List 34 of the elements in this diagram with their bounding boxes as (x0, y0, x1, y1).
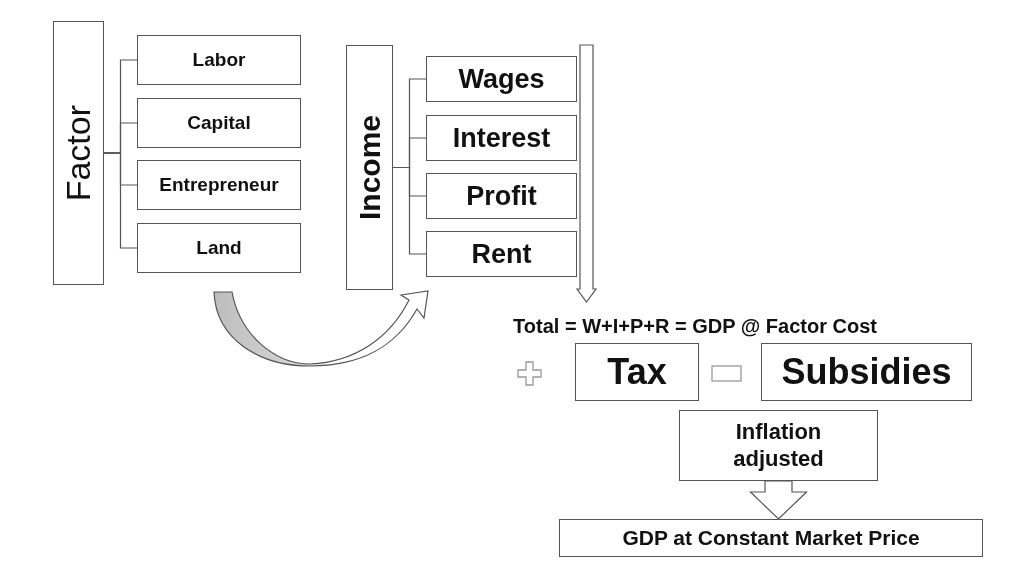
label-box (137, 98, 301, 148)
label-box (346, 45, 393, 290)
box-label: Land (196, 236, 242, 260)
label-box (53, 21, 104, 285)
box-label: Inflation adjusted (732, 419, 825, 472)
formula-text: Total = W+I+P+R = GDP @ Factor Cost (513, 314, 877, 338)
label-box (426, 231, 577, 277)
label-box (426, 173, 577, 219)
curved-arrow (213, 290, 429, 367)
label-box (137, 35, 301, 85)
box-label: GDP at Constant Market Price (622, 525, 920, 551)
box-label: Capital (187, 111, 251, 135)
label-box (761, 343, 972, 401)
box-label: Subsidies (781, 350, 952, 394)
box-label: Income (351, 115, 387, 220)
label-box (679, 410, 878, 481)
block-arrow (749, 480, 808, 520)
box-label: Rent (471, 237, 532, 271)
label-box (137, 160, 301, 210)
block-arrow (575, 44, 598, 303)
label-box (559, 519, 983, 557)
box-label: Interest (452, 121, 551, 155)
label-box (426, 56, 577, 102)
connector-line (103, 152, 138, 249)
box-label: Labor (192, 48, 246, 72)
box-label: Tax (607, 350, 667, 394)
box-label: Entrepreneur (159, 173, 279, 197)
label-box (575, 343, 699, 401)
label-box (137, 223, 301, 273)
connector-line (392, 166, 427, 255)
box-label: Wages (458, 62, 545, 96)
label-box (426, 115, 577, 161)
box-label: Profit (466, 179, 537, 213)
box-label: Factor (58, 104, 99, 202)
